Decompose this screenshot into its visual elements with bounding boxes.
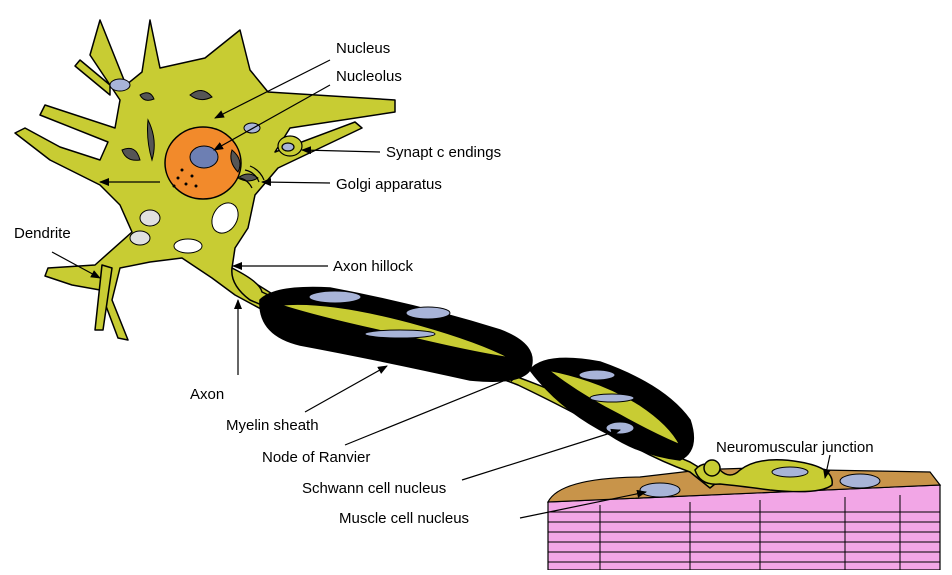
- schwann-nucleus-1: [309, 291, 361, 303]
- label-myelin-sheath: Myelin sheath: [226, 418, 319, 433]
- label-schwann-cell-nucleus: Schwann cell nucleus: [302, 481, 446, 496]
- label-muscle-cell-nucleus: Muscle cell nucleus: [339, 511, 469, 526]
- label-neuromuscular-junction: Neuromuscular junction: [716, 440, 874, 455]
- label-nucleolus: Nucleolus: [336, 69, 402, 84]
- label-nucleus: Nucleus: [336, 41, 390, 56]
- label-golgi-apparatus: Golgi apparatus: [336, 177, 442, 192]
- nucleolus: [190, 146, 218, 168]
- label-axon: Axon: [190, 387, 224, 402]
- muscle-nucleus-2: [840, 474, 880, 488]
- synapse-bulb: [278, 136, 302, 156]
- muscle-nucleus-1: [640, 483, 680, 497]
- nucleus: [165, 127, 241, 199]
- label-node-of-ranvier: Node of Ranvier: [262, 450, 370, 465]
- label-synaptic-endings: Synapt c endings: [386, 145, 501, 160]
- schwann-nucleus-2: [406, 307, 450, 319]
- label-axon-hillock: Axon hillock: [333, 259, 413, 274]
- label-dendrite: Dendrite: [14, 226, 71, 241]
